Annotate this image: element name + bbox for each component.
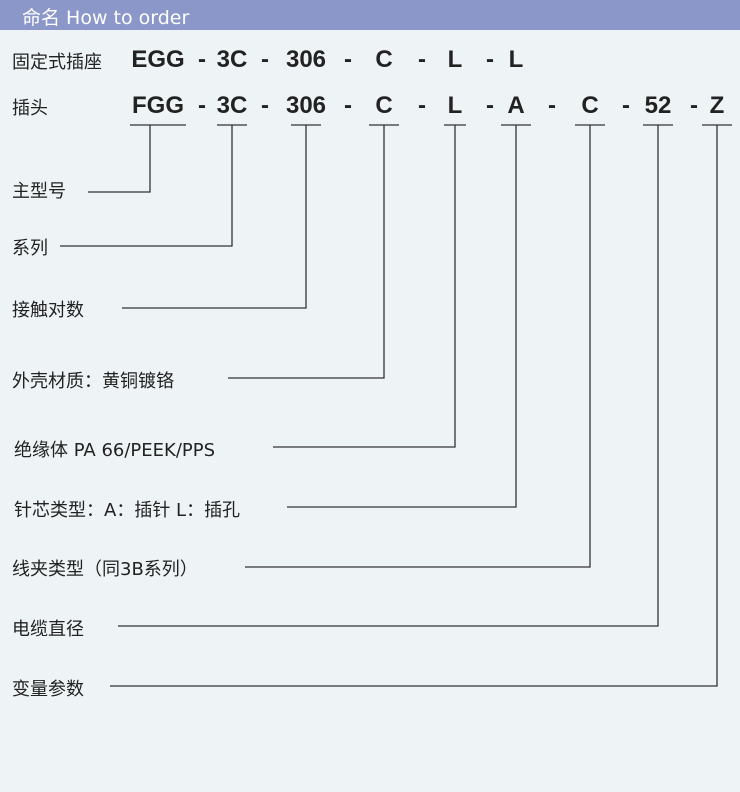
code-segment: 3C <box>216 92 248 119</box>
code-segment: 52 <box>644 92 672 119</box>
code-separator: - <box>261 92 269 119</box>
code-separator: - <box>198 46 206 73</box>
leader-clamp <box>245 125 591 568</box>
row-label-socket: 固定式插座 <box>12 52 102 73</box>
code-separator: - <box>261 46 269 73</box>
legend-contacts: 接触对数 <box>12 300 84 321</box>
code-separator: - <box>622 92 630 119</box>
code-separator: - <box>486 92 494 119</box>
code-separator: - <box>418 46 426 73</box>
code-separator: - <box>548 92 556 119</box>
legend-contact-type: 针芯类型：A：插针 L：插孔 <box>14 500 241 521</box>
code-segment: L <box>508 46 524 73</box>
code-segment: L <box>447 92 463 119</box>
code-segment: FGG <box>132 92 184 119</box>
code-segment: C <box>375 46 393 73</box>
code-segment: EGG <box>131 46 185 73</box>
leader-contact-type <box>287 125 517 508</box>
leader-series <box>60 125 233 247</box>
legend-main-model: 主型号 <box>12 181 66 202</box>
legend-series: 系列 <box>12 238 48 259</box>
legend-variant: 变量参数 <box>12 679 84 700</box>
legend-insulator: 绝缘体 PA 66/PEEK/PPS <box>14 440 216 461</box>
legend-cable-diameter: 电缆直径 <box>12 619 84 640</box>
header-title: 命名 How to order <box>22 7 190 29</box>
code-segment: L <box>447 46 463 73</box>
code-separator: - <box>198 92 206 119</box>
code-separator: - <box>690 92 698 119</box>
header-bar: 命名 How to order <box>0 0 740 30</box>
leader-main-model <box>88 125 151 193</box>
code-segment: Z <box>709 92 725 119</box>
code-segment: 306 <box>285 46 327 73</box>
code-segment: C <box>581 92 599 119</box>
legend-shell-material: 外壳材质：黄铜镀铬 <box>12 371 174 392</box>
leader-cable <box>118 125 659 627</box>
code-separator: - <box>344 46 352 73</box>
code-segment: A <box>507 92 525 119</box>
code-separator: - <box>486 46 494 73</box>
leader-shell <box>228 125 385 379</box>
code-separator: - <box>344 92 352 119</box>
code-separator: - <box>418 92 426 119</box>
leader-contacts <box>122 125 307 309</box>
code-segment: C <box>375 92 393 119</box>
code-segment: 306 <box>285 92 327 119</box>
leader-insulator <box>273 125 456 448</box>
row-label-plug: 插头 <box>12 98 48 119</box>
code-segment: 3C <box>216 46 248 73</box>
leader-variant <box>110 125 718 687</box>
legend-clamp-type: 线夹类型（同3B系列） <box>12 559 198 580</box>
